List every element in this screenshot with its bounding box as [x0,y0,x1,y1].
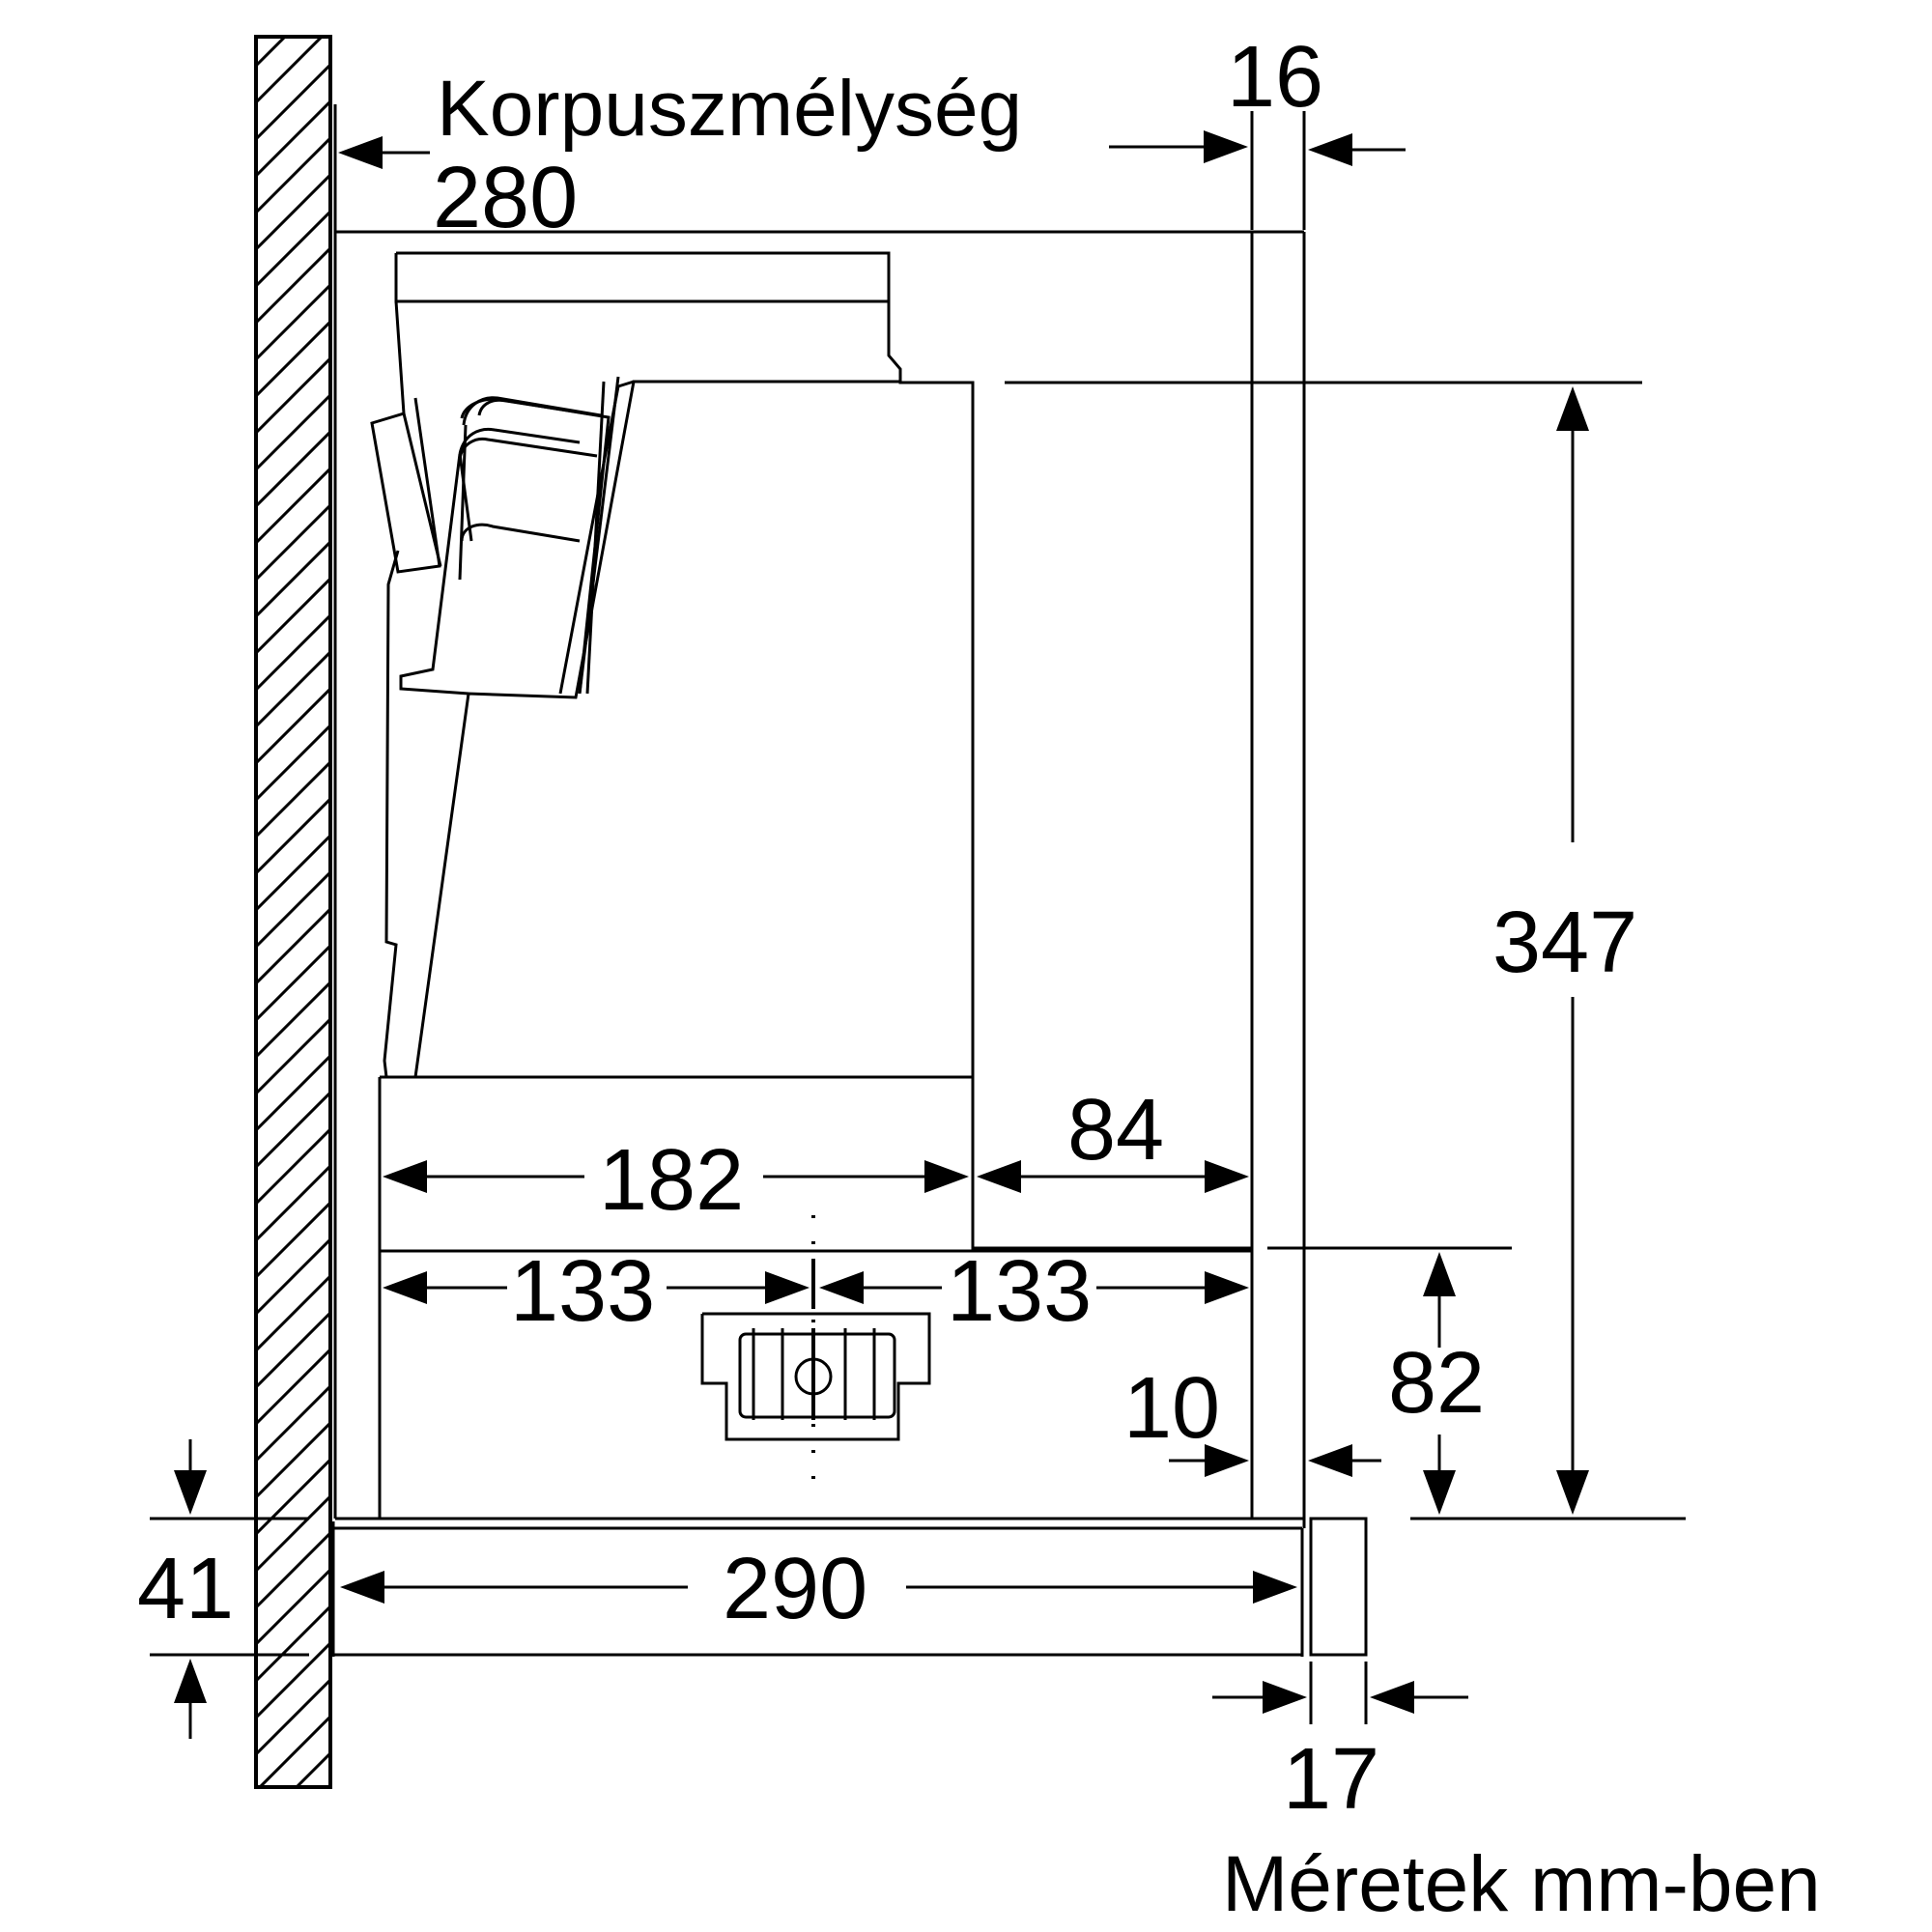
dim-front-gap: 10 [1123,1360,1220,1457]
dim-side-panel-arrow-left [1263,1681,1307,1714]
dim-body-depth-arrow [338,136,383,169]
cabinet-body [333,104,1306,1520]
dim-bottom-width-arrow-left [340,1571,384,1604]
dim-height-total-arrow-bottom [1556,1470,1589,1515]
dim-inner-width-arrow-left [383,1160,427,1193]
wall [254,35,332,1789]
wall-outline [254,35,332,1789]
dim-lower-height: 82 [1388,1335,1485,1432]
dim-bottom-panel: 41 [137,1541,234,1637]
dimension-lines [174,130,1589,1739]
dim-left-to-center-arrow-right [765,1271,810,1304]
dim-body-depth-right-arrow [1204,130,1248,163]
center-connector [700,1215,931,1502]
dim-bottom-width: 290 [723,1541,867,1637]
dim-front-gap-arrow-left [1205,1444,1249,1477]
dim-height-total: 347 [1492,895,1637,991]
dim-lower-height-arrow-top [1423,1252,1456,1296]
dim-bottom-width-arrow-right [1253,1571,1297,1604]
dim-center-to-right-arrow-left [819,1271,864,1304]
dim-inner-width: 182 [599,1132,744,1229]
body-depth-label: Korpuszmélység [437,65,1022,153]
dim-front-panel: 16 [1227,29,1323,126]
dim-center-to-right-arrow-right [1205,1271,1249,1304]
dim-side-panel: 17 [1283,1731,1379,1828]
dim-body-depth: 280 [433,150,578,246]
dim-right-section: 84 [1067,1082,1164,1179]
dim-front-gap-arrow-right [1308,1444,1352,1477]
dim-inner-width-arrow-right [924,1160,969,1193]
dim-bottom-panel-arrow-bottom [174,1659,207,1703]
dim-side-panel-arrow-right [1370,1681,1414,1714]
units-note: Méretek mm-ben [1222,1840,1821,1928]
dim-right-section-arrow-left [977,1160,1021,1193]
hood-mechanism [370,251,1642,1519]
bottom-panel [150,111,1686,1724]
dim-bottom-panel-arrow-top [174,1470,207,1515]
dim-height-total-arrow-top [1556,386,1589,431]
dim-center-to-right: 133 [947,1243,1092,1340]
side-panel [1309,1517,1368,1657]
dim-right-section-arrow-right [1205,1160,1249,1193]
dim-left-to-center: 133 [510,1243,655,1340]
dim-lower-height-arrow-bottom [1423,1470,1456,1515]
dim-front-panel-arrow [1308,133,1352,166]
dim-left-to-center-arrow-left [383,1271,427,1304]
